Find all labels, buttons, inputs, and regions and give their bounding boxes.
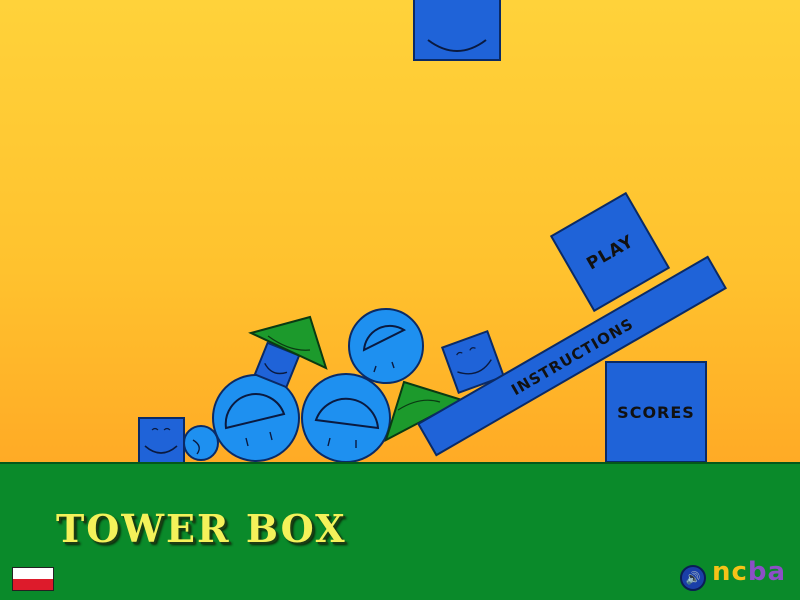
tilted-box [253, 341, 301, 389]
brand-part-2: ba [747, 557, 787, 587]
falling-box [413, 0, 501, 61]
scores-button[interactable]: SCORES [605, 361, 707, 463]
brand-logo[interactable]: ncba [712, 557, 786, 587]
scores-label: SCORES [617, 403, 695, 422]
green-triangle-1 [248, 315, 328, 370]
language-flag-icon[interactable] [12, 567, 54, 591]
top-circle [348, 308, 424, 384]
big-circle-2 [301, 373, 391, 463]
play-button[interactable]: PLAY [549, 191, 671, 313]
game-title: TOWER BOX [56, 506, 347, 551]
plank-box [440, 329, 506, 395]
tiny-circle [183, 425, 219, 461]
speaker-icon[interactable]: 🔊 [680, 565, 706, 591]
small-box [138, 417, 185, 464]
brand-part-1: nc [712, 557, 748, 587]
ground [0, 462, 800, 600]
